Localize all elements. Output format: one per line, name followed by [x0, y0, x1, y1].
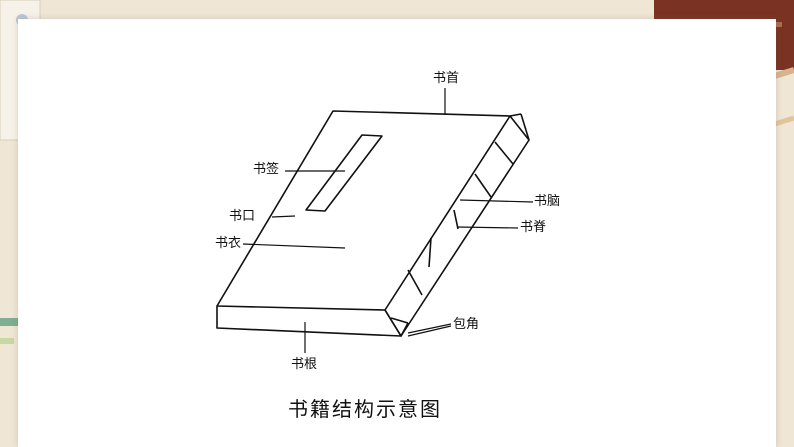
label-shuyi: 书衣: [215, 236, 242, 251]
book-cover-outline: [216, 110, 511, 311]
label-baojiao: 包角: [453, 317, 480, 332]
book-spine-face: [384, 115, 530, 337]
leader-baojiao-1: [407, 323, 452, 334]
label-shuqian: 书签: [253, 162, 280, 177]
figure-caption: 书籍结构示意图: [288, 397, 442, 421]
label-shunao: 书脑: [534, 194, 561, 209]
label-shushou: 书首: [433, 71, 460, 86]
leader-shuyi: [242, 243, 346, 249]
leader-shuji: [456, 226, 519, 229]
label-shuji: 书脊: [520, 220, 547, 235]
leader-shunao: [459, 199, 534, 203]
pencil-left: [0, 318, 18, 326]
label-shukou: 书口: [229, 209, 256, 224]
book-structure-figure: 书首 书签 书口 书衣 书脑 书脊 包角 书根: [195, 60, 577, 390]
book-structure-drawing: [216, 88, 534, 353]
leader-baojiao-2: [407, 325, 452, 337]
leader-shukou: [271, 215, 296, 218]
label-shugen: 书根: [291, 357, 318, 372]
title-slip: [305, 134, 383, 212]
